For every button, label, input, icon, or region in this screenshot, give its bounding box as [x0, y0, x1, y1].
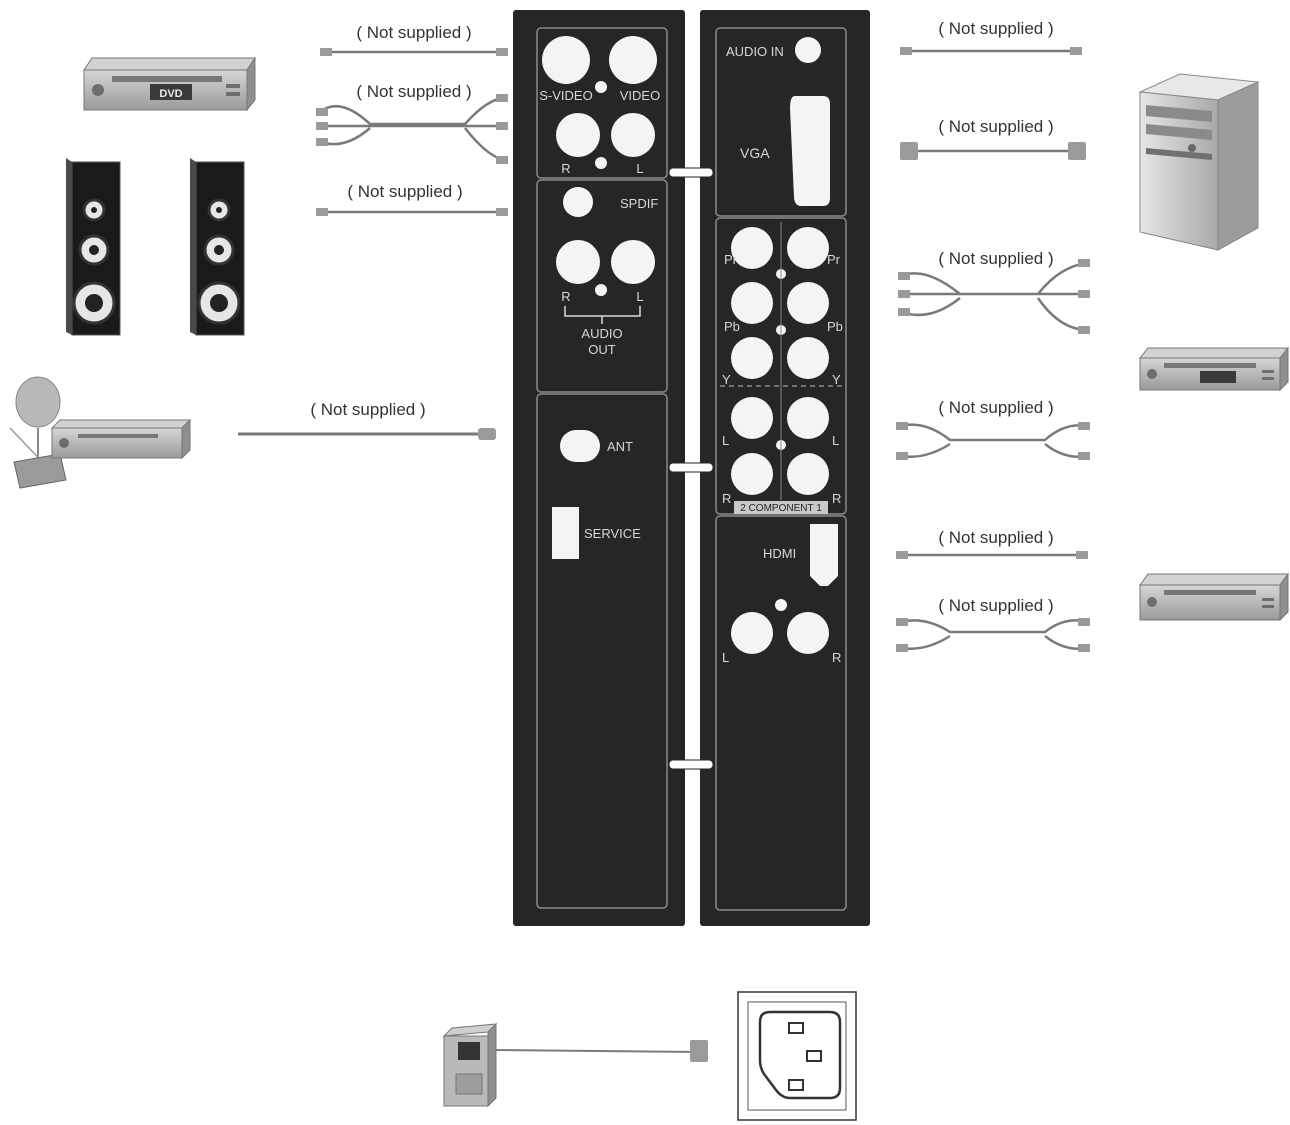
audio-out-r-jack[interactable]: [556, 240, 600, 284]
av-r-label: R: [561, 161, 570, 176]
computer-tower: [1138, 73, 1260, 251]
spdif-jack[interactable]: [563, 187, 593, 217]
vga-port[interactable]: [790, 96, 830, 206]
component1-audio-l-jack[interactable]: [787, 397, 829, 439]
indicator-dot: [595, 157, 607, 169]
ant-label: ANT: [607, 439, 633, 454]
component-label-plate: [734, 501, 828, 514]
note-vga-cable: ( Not supplied ): [938, 117, 1053, 136]
audio-out-line2: OUT: [588, 342, 616, 357]
r1-label: R: [832, 491, 841, 506]
video-label: VIDEO: [620, 88, 660, 103]
component2-audio-r-jack[interactable]: [731, 453, 773, 495]
antenna-receiver: [9, 376, 192, 489]
indicator-dot: [595, 81, 607, 93]
indicator-dot: [775, 599, 787, 611]
hdmi-audio-r-jack[interactable]: [787, 612, 829, 654]
audio-in-label: AUDIO IN: [726, 44, 784, 59]
antenna-base-icon: [13, 453, 67, 489]
pb2-label: Pb: [724, 319, 740, 334]
audio-out-l-label: L: [636, 289, 643, 304]
r2-label: R: [722, 491, 731, 506]
component2-y-jack[interactable]: [731, 337, 773, 379]
dvd-player-right-top: [1138, 346, 1290, 392]
y1-label: Y: [832, 372, 841, 387]
hdmi-label: HDMI: [763, 546, 796, 561]
note-antenna-cable: ( Not supplied ): [310, 400, 425, 419]
audio-out-l-jack[interactable]: [611, 240, 655, 284]
component1-audio-r-jack[interactable]: [787, 453, 829, 495]
y2-label: Y: [722, 372, 731, 387]
note-hdmi-cable: ( Not supplied ): [938, 528, 1053, 547]
component-video-cable: [901, 261, 1089, 332]
dvd-player-right-bottom: [1139, 572, 1289, 622]
right-connector-panel: AUDIO IN VGA Pr Pr Pb Pb Y Y L L: [700, 10, 870, 926]
av-audio-r-jack[interactable]: [556, 113, 600, 157]
iec-pin-top: [788, 1022, 804, 1034]
iec-socket[interactable]: [758, 1010, 842, 1100]
hdmi-audio-l-jack[interactable]: [731, 612, 773, 654]
hdmi-audio-cable: [899, 619, 1089, 650]
note-audio-in-cable: ( Not supplied ): [938, 19, 1053, 38]
cable-plugs: [316, 47, 1090, 1062]
svideo-jack[interactable]: [542, 36, 590, 84]
hdmi-l-label: L: [722, 650, 729, 665]
component1-pb-jack[interactable]: [787, 282, 829, 324]
power-plug-icon: [458, 1042, 480, 1060]
speaker-right: [190, 158, 245, 336]
note-av-cable: ( Not supplied ): [356, 82, 471, 101]
iec-pin-bottom: [788, 1079, 804, 1091]
speaker-left: [66, 158, 121, 336]
not-supplied-notes: ( Not supplied ) ( Not supplied ) ( Not …: [310, 19, 1053, 615]
antenna-jack[interactable]: [560, 430, 600, 462]
note-component-audio-cable: ( Not supplied ): [938, 398, 1053, 417]
indicator-dot: [595, 284, 607, 296]
svideo-label: S-VIDEO: [539, 88, 592, 103]
left-connector-panel: S-VIDEO VIDEO R L SPDIF R L AUDIO OUT AN…: [513, 10, 685, 926]
component1-pr-jack[interactable]: [787, 227, 829, 269]
component2-audio-l-jack[interactable]: [731, 397, 773, 439]
iec-pin-middle: [806, 1050, 822, 1062]
component2-pb-jack[interactable]: [731, 282, 773, 324]
dvd-logo: DVD: [159, 88, 182, 100]
service-label: SERVICE: [584, 526, 641, 541]
power-cable: [489, 1049, 703, 1053]
vga-label: VGA: [740, 145, 770, 161]
wall-outlet: [442, 1022, 498, 1108]
av-cable: [319, 96, 509, 162]
component1-y-jack[interactable]: [787, 337, 829, 379]
component-label: 2 COMPONENT 1: [740, 503, 822, 514]
component-audio-cable: [899, 423, 1089, 458]
hdmi-r-label: R: [832, 650, 841, 665]
audio-out-r-label: R: [561, 289, 570, 304]
pr1-label: Pr: [827, 252, 841, 267]
audio-in-jack[interactable]: [795, 37, 821, 63]
l1-label: L: [832, 433, 839, 448]
service-port[interactable]: [552, 507, 579, 559]
l2-label: L: [722, 433, 729, 448]
satellite-dish-icon: [15, 376, 61, 428]
video-jack[interactable]: [609, 36, 657, 84]
hdmi-port[interactable]: [810, 524, 838, 586]
note-svideo-cable: ( Not supplied ): [356, 23, 471, 42]
av-audio-l-jack[interactable]: [611, 113, 655, 157]
component2-pr-jack[interactable]: [731, 227, 773, 269]
note-component-video-cable: ( Not supplied ): [938, 249, 1053, 268]
av-l-label: L: [636, 161, 643, 176]
pb1-label: Pb: [827, 319, 843, 334]
note-hdmi-audio-cable: ( Not supplied ): [938, 596, 1053, 615]
pr2-label: Pr: [724, 252, 738, 267]
cables: [238, 49, 1089, 1053]
note-optical-cable: ( Not supplied ): [347, 182, 462, 201]
dvd-player-left: DVD: [83, 56, 256, 112]
audio-out-line1: AUDIO: [581, 326, 622, 341]
panel-connectors: [668, 167, 714, 770]
spdif-label: SPDIF: [620, 196, 658, 211]
audio-out-bracket: [564, 306, 641, 324]
component-jacks: [720, 222, 842, 500]
power-inlet: [737, 991, 857, 1121]
